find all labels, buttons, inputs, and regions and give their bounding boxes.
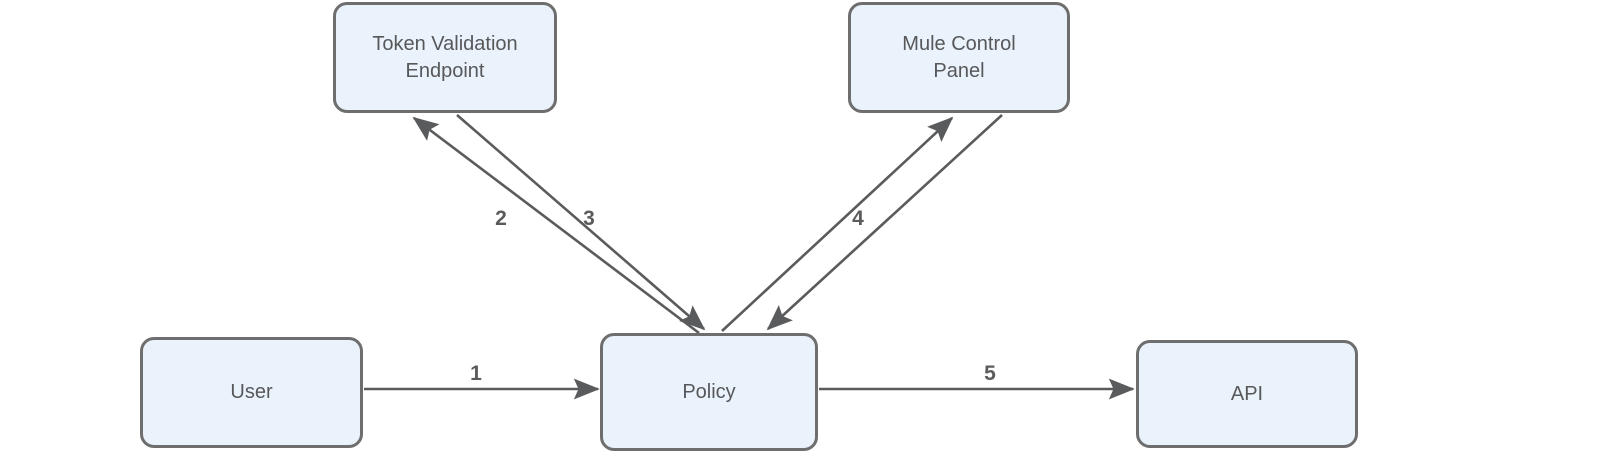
node-mule-control-panel[interactable]: Mule Control Panel [848,2,1070,113]
edge-token-validation-to-policy [456,114,706,331]
node-label-api: API [1230,382,1264,405]
node-user[interactable]: User [140,337,363,448]
edge-label-2: 2 [495,207,507,230]
edge-policy-to-token-validation [412,116,700,335]
edge-label-1: 1 [470,362,482,385]
node-label-token-validation-endpoint: Token Validation Endpoint [372,32,518,82]
edge-label-5: 5 [984,362,996,385]
node-api[interactable]: API [1136,340,1358,448]
node-token-validation-endpoint[interactable]: Token Validation Endpoint [333,2,557,113]
node-policy[interactable]: Policy [600,333,818,451]
edge-label-3: 3 [583,207,595,230]
edge-label-4: 4 [852,207,864,230]
edge-mule-control-panel-to-policy [766,114,1003,331]
edge-policy-to-mule-control-panel [721,116,954,332]
node-label-user: User [230,381,273,403]
node-label-policy: Policy [682,380,736,403]
node-label-mule-control-panel: Mule Control Panel [902,32,1016,82]
